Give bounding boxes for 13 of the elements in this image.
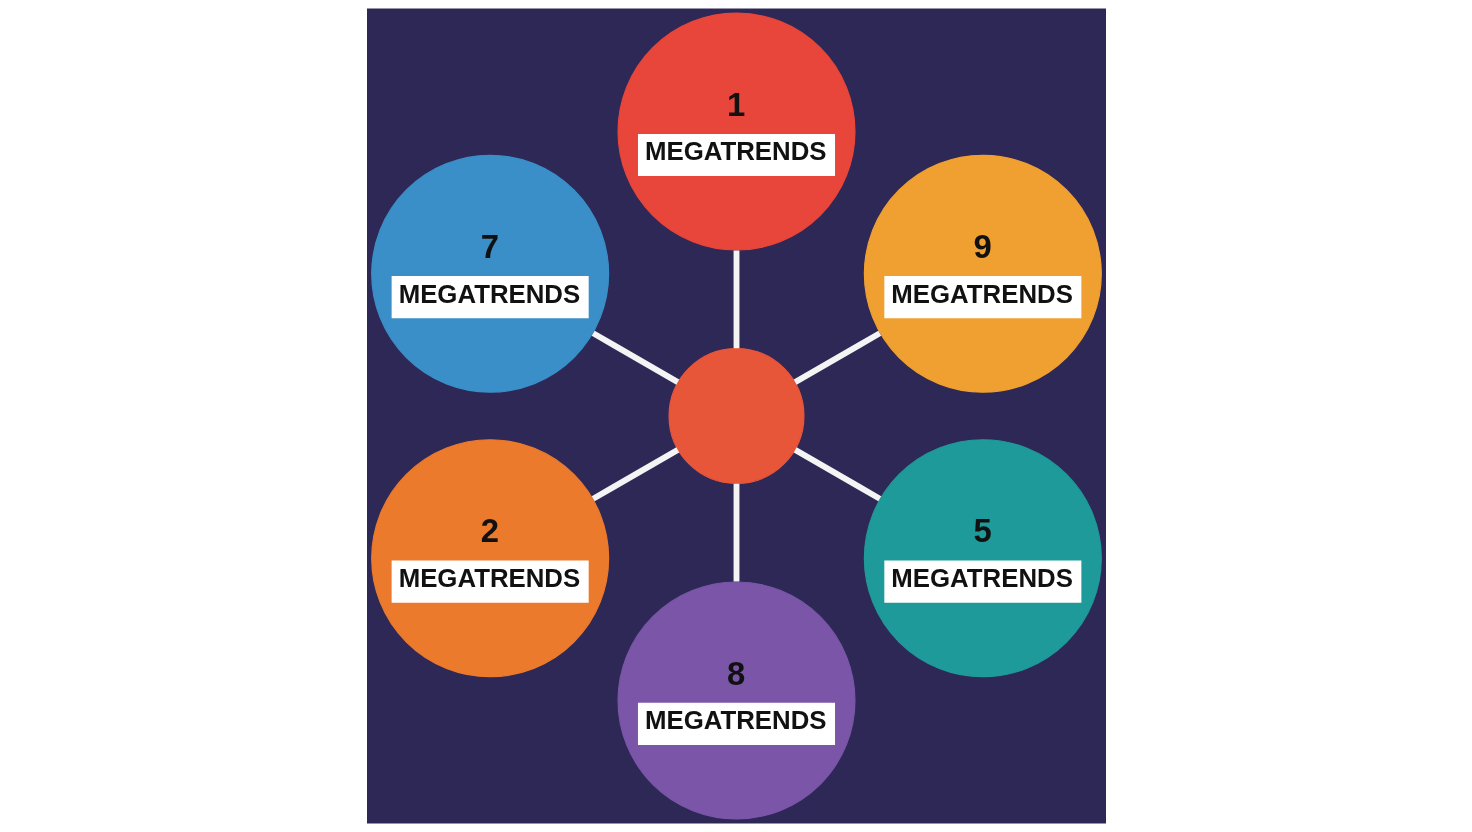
connector	[591, 447, 679, 502]
node-circle: 1 MEGATRENDS	[616, 12, 856, 251]
connector	[793, 330, 881, 385]
connector	[591, 330, 679, 385]
node-circle: 8 MEGATRENDS	[616, 581, 856, 820]
node-circle: 5 MEGATRENDS	[863, 439, 1102, 678]
node-circle	[667, 347, 805, 485]
connector	[793, 447, 881, 502]
connector	[733, 250, 739, 349]
node-circle: 9 MEGATRENDS	[863, 154, 1102, 393]
node-circle: 7 MEGATRENDS	[370, 154, 609, 393]
node-circle: 2 MEGATRENDS	[370, 439, 609, 678]
connector	[733, 483, 739, 582]
